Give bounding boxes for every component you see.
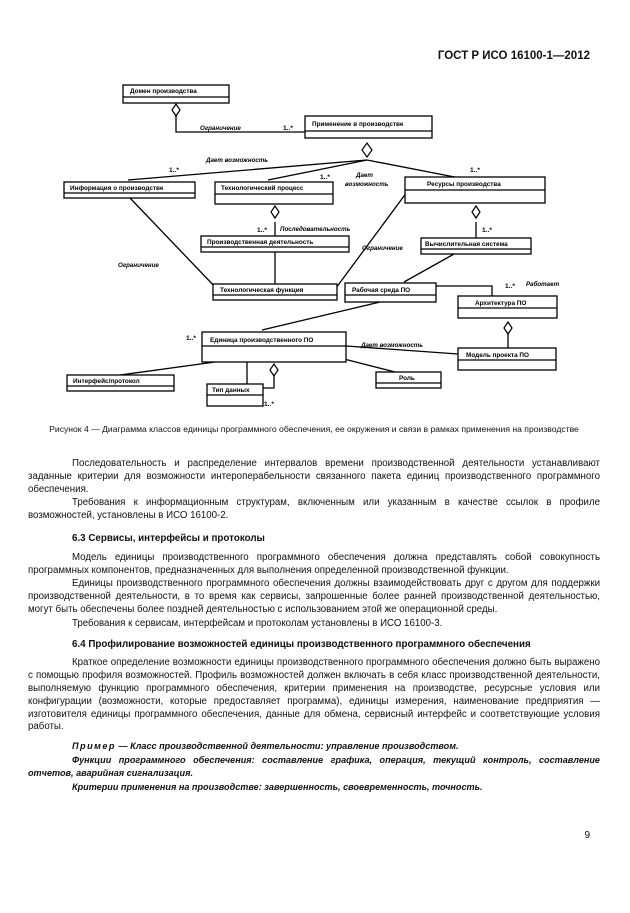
assoc-label-gives-ability-mid-1: Дает <box>355 172 373 179</box>
class-computing <box>420 237 532 255</box>
assoc-label-works: Работает <box>526 281 560 288</box>
association-labels: Ограничение Дает возможность Дает возмож… <box>118 125 560 349</box>
class-application <box>304 115 433 139</box>
class-info <box>63 181 196 199</box>
paragraph-model: Модель единицы производственного програм… <box>28 551 600 576</box>
assoc-label-restriction-left: Ограничение <box>118 262 159 269</box>
paragraph-services-ref: Требования к сервисам, интерфейсам и про… <box>72 617 443 629</box>
class-domain <box>122 84 230 104</box>
class-tech-process <box>214 181 334 205</box>
line-computing-workenv <box>403 253 455 283</box>
class-datatype <box>206 383 264 407</box>
mult-arch: 1..* <box>505 283 515 290</box>
assoc-label-sequence: Последовательность <box>280 226 351 233</box>
label-role: Роль <box>399 375 415 382</box>
class-interface <box>66 374 175 392</box>
label-domain: Домен производства <box>130 88 197 95</box>
mult-app-left: 1..* <box>283 125 293 132</box>
example-text-1: — Класс производственной деятельности: у… <box>118 741 459 752</box>
label-interface: Интерфейс/протокол <box>73 377 140 385</box>
line-techfunc-resources <box>335 191 408 289</box>
diamond-domain <box>171 102 181 118</box>
line-unit-model <box>345 345 459 355</box>
label-computing: Вычислительная система <box>425 241 508 248</box>
mult-computing: 1..* <box>482 227 492 234</box>
label-datatype: Тип данных <box>212 387 250 394</box>
assoc-label-restriction-mid: Ограничение <box>362 245 403 252</box>
diamond-application <box>361 141 373 159</box>
aggregation-diamonds <box>171 102 513 378</box>
class-boxes <box>63 84 558 407</box>
class-model <box>457 347 557 371</box>
line-app-tech-process <box>267 159 368 181</box>
assoc-label-gives-ability-bottom: Дает возможность <box>360 342 423 349</box>
mult-info: 1..* <box>169 167 179 174</box>
section-heading-6-4: 6.4 Профилирование возможностей единицы … <box>72 638 531 650</box>
line-workenv-arch <box>436 285 493 296</box>
mult-datatype: 1..* <box>264 401 274 408</box>
class-arch <box>457 295 558 319</box>
example-label: Пример <box>72 741 116 752</box>
label-application: Применение в производстве <box>312 121 404 128</box>
line-unit-datatype <box>262 372 275 389</box>
label-resources: Ресурсы производства <box>427 181 501 188</box>
class-work-env <box>344 282 437 303</box>
label-work-env: Рабочая среда ПО <box>352 286 410 294</box>
line-workenv-unit <box>261 301 381 331</box>
class-role <box>375 371 442 389</box>
document-header: ГОСТ Р ИСО 16100-1—2012 <box>437 50 590 62</box>
example-line-1: Пример — Класс производственной деятельн… <box>28 740 600 753</box>
class-unit <box>201 331 347 363</box>
class-prod-activity <box>200 235 350 253</box>
class-diagram: Домен производства Применение в производ… <box>63 84 560 408</box>
diamond-unit <box>269 362 279 378</box>
label-unit: Единица производственного ПО <box>210 337 313 344</box>
diamond-tech-process <box>270 204 280 220</box>
mult-unit: 1..* <box>186 335 196 342</box>
assoc-label-gives-ability-mid-2: возможность <box>345 181 389 188</box>
figure-caption: Рисунок 4 — Диаграмма классов единицы пр… <box>49 424 579 434</box>
assoc-label-restriction-top: Ограничение <box>200 125 241 132</box>
line-app-info <box>127 159 368 181</box>
class-resources <box>404 176 546 204</box>
line-info-techfunc <box>129 197 219 291</box>
page-number: 9 <box>584 830 590 841</box>
label-tech-process: Технологический процесс <box>221 184 304 192</box>
label-tech-function: Технологическая функция <box>220 287 304 294</box>
paragraph-profile: Краткое определение возможности единицы … <box>28 657 600 733</box>
line-domain-application <box>175 112 305 133</box>
paragraph-info-structures: Требования к информационным структурам, … <box>28 497 600 522</box>
diamond-resources <box>471 204 481 220</box>
example-line-3: Критерии применения на производстве: зав… <box>72 781 483 792</box>
mult-activity: 1..* <box>257 227 267 234</box>
assoc-label-gives-ability-left: Дает возможность <box>205 157 268 164</box>
body-text: Последовательность и распределение интер… <box>28 458 600 794</box>
paragraph-interaction: Единицы производственного программного о… <box>28 578 600 615</box>
label-model: Модель проекта ПО <box>466 352 529 359</box>
section-heading-6-3: 6.3 Сервисы, интерфейсы и протоколы <box>72 532 265 544</box>
multiplicities: 1..* 1..* 1..* 1..* 1..* 1..* 1..* 1..* … <box>169 125 515 408</box>
label-arch: Архитектура ПО <box>475 300 526 307</box>
line-unit-interface <box>119 361 216 376</box>
mult-techproc: 1..* <box>320 174 330 181</box>
label-info: Информация о производстве <box>70 185 164 192</box>
class-labels: Домен производства Применение в производ… <box>70 88 529 394</box>
example-line-2: Функции программного обеспечения: состав… <box>28 754 600 778</box>
line-unit-role <box>339 357 396 373</box>
class-tech-function <box>212 283 338 301</box>
mult-resources: 1..* <box>470 167 480 174</box>
paragraph-sequence: Последовательность и распределение интер… <box>28 458 600 495</box>
diamond-arch <box>503 320 513 336</box>
label-prod-activity: Производственная деятельность <box>207 239 313 246</box>
